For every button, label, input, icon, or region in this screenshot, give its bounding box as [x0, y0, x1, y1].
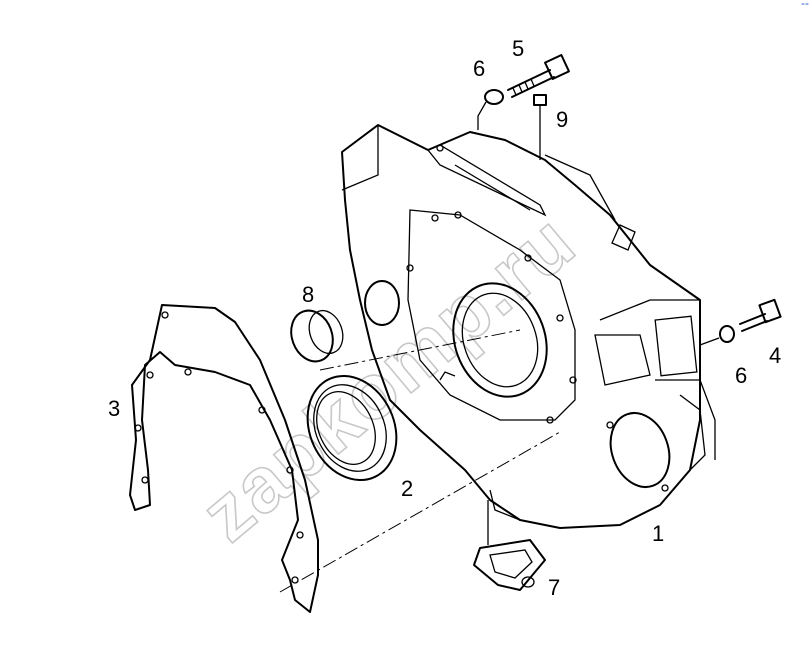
washer-top	[477, 89, 504, 130]
callout-1: 1	[652, 521, 664, 546]
seal-ring	[306, 374, 398, 482]
bolt-top	[507, 54, 570, 98]
callout-7: 7	[548, 575, 560, 600]
callout-8: 8	[302, 282, 314, 307]
callout-6-top: 6	[473, 56, 485, 81]
center-line	[279, 431, 561, 593]
callout-6-right: 6	[735, 363, 747, 388]
cover-plate	[473, 500, 546, 591]
center-line-upper	[319, 329, 521, 371]
callout-9: 9	[556, 107, 568, 132]
bolt-right	[699, 298, 782, 346]
gasket	[129, 304, 319, 613]
corner-mark: --	[801, 0, 809, 10]
callout-3: 3	[108, 396, 120, 421]
screw-small	[533, 94, 547, 160]
plug	[290, 309, 344, 363]
flywheel-housing	[341, 124, 716, 529]
callout-5: 5	[512, 36, 524, 61]
watermark: zapkomp.ru	[184, 196, 591, 558]
callout-4: 4	[769, 343, 781, 368]
callout-2: 2	[401, 476, 413, 501]
